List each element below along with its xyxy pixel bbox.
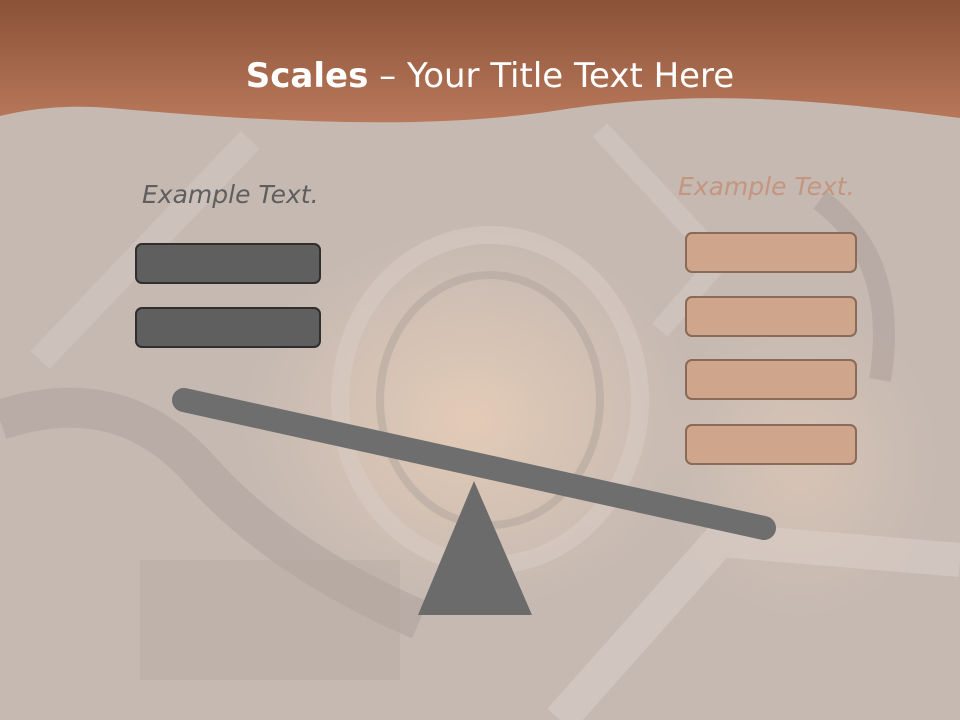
header-band xyxy=(0,0,960,123)
balance-beam xyxy=(172,388,776,540)
left-box-1[interactable] xyxy=(135,243,321,284)
right-box-3[interactable] xyxy=(685,359,857,400)
title-bold: Scales xyxy=(245,56,369,96)
right-box-1[interactable] xyxy=(685,232,857,273)
left-box-2[interactable] xyxy=(135,307,321,348)
slide-title: Scales – Your Title Text Here xyxy=(0,56,960,96)
triangle-fulcrum-icon xyxy=(418,481,532,615)
title-rest: – Your Title Text Here xyxy=(368,56,735,96)
left-example-text: Example Text. xyxy=(142,180,319,209)
right-box-4[interactable] xyxy=(685,424,857,465)
right-box-2[interactable] xyxy=(685,296,857,337)
right-example-text: Example Text. xyxy=(678,172,855,201)
